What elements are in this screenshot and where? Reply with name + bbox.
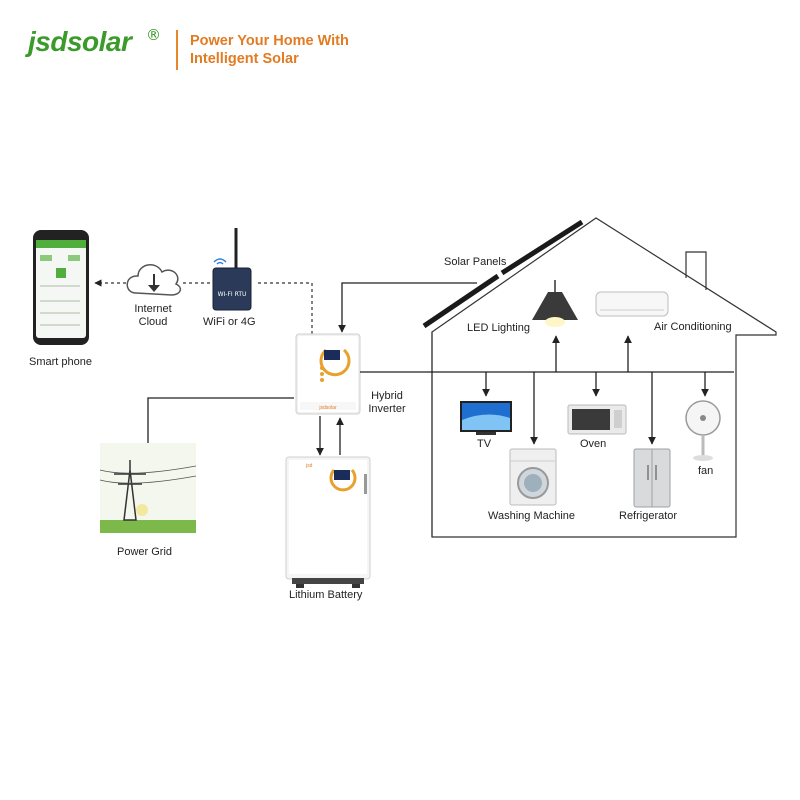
svg-text:jsdsolar: jsdsolar — [318, 405, 337, 411]
power-pylon-icon — [99, 443, 197, 533]
brand-tagline: Power Your Home With Intelligent Solar — [190, 33, 349, 67]
refrigerator-icon — [633, 448, 671, 508]
cloud-download-icon — [126, 264, 182, 296]
label-washing-machine: Washing Machine — [488, 510, 576, 522]
label-smart-phone: Smart phone — [29, 356, 92, 368]
fan-icon — [685, 400, 721, 461]
label-air-conditioning: Air Conditioning — [654, 321, 732, 333]
solar-panel-icon — [422, 219, 584, 329]
chimney — [685, 251, 707, 290]
tv-icon — [460, 401, 512, 435]
hybrid-inverter-icon: jsdsolar — [295, 333, 361, 415]
header-divider — [176, 30, 178, 70]
house-outline — [431, 217, 777, 538]
grid-inverter-link — [147, 397, 294, 443]
label-oven: Oven — [580, 438, 607, 450]
oven-icon — [567, 404, 627, 435]
label-wifi: WiFi or 4G — [203, 316, 256, 328]
brand-logo: jsdsolar — [28, 26, 132, 57]
label-fan: fan — [698, 465, 714, 477]
label-solar-panels: Solar Panels — [444, 256, 507, 268]
label-led-lighting: LED Lighting — [467, 322, 530, 334]
air-conditioner-icon — [595, 291, 669, 317]
label-power-grid: Power Grid — [117, 546, 173, 558]
label-lithium-battery: Lithium Battery — [289, 589, 363, 601]
registered-mark: ® — [146, 26, 161, 44]
svg-text:jsd: jsd — [305, 463, 313, 469]
label-tv: TV — [477, 438, 492, 450]
label-refrigerator: Refrigerator — [619, 510, 678, 522]
label-internet-cloud: Internet Cloud — [134, 303, 172, 328]
smartphone-icon — [33, 230, 89, 345]
washing-machine-icon — [509, 448, 557, 506]
label-hybrid-inverter: Hybrid Inverter — [368, 390, 406, 415]
data-link-inverter-router — [255, 282, 313, 334]
lithium-battery-icon: jsd — [285, 456, 371, 588]
wifi-4g-router-icon: WI-FI RTU — [212, 228, 252, 311]
svg-text:WI-FI RTU: WI-FI RTU — [218, 291, 247, 298]
led-lamp-icon — [532, 280, 578, 327]
solar-to-inverter-arrow — [338, 282, 477, 333]
